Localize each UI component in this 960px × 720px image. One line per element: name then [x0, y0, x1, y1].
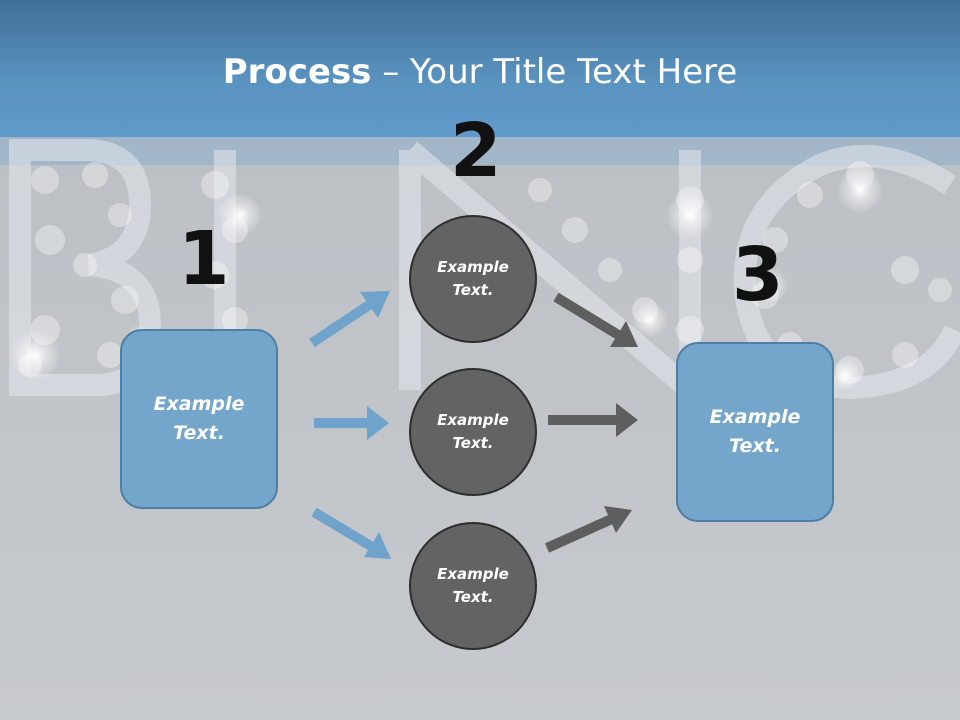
right-box-line1: Example — [709, 406, 801, 428]
gray-arrow-down — [553, 292, 638, 347]
circle-bottom-line1: Example — [437, 565, 509, 583]
left-box-line1: Example — [153, 393, 245, 415]
header-band — [0, 137, 960, 165]
title-bold: Process — [222, 52, 372, 92]
process-circle-bottom: Example Text. — [409, 522, 537, 650]
blue-arrow-down — [311, 507, 391, 559]
step-number-2: 2 — [450, 108, 502, 194]
circle-middle-line1: Example — [437, 411, 509, 429]
right-box-line2: Text. — [729, 435, 781, 457]
circle-bottom-line2: Text. — [452, 588, 494, 606]
blue-arrow-up — [309, 291, 390, 348]
left-box-line2: Text. — [173, 422, 225, 444]
title-bar — [0, 0, 960, 137]
right-text-box: Example Text. — [676, 342, 834, 522]
blue-arrow-straight — [314, 406, 389, 440]
circle-top-line2: Text. — [452, 281, 494, 299]
title-rest: – Your Title Text Here — [371, 52, 738, 92]
step-number-3: 3 — [732, 232, 784, 318]
circle-middle-line2: Text. — [452, 434, 494, 452]
gray-arrow-up — [544, 506, 632, 553]
gray-arrow-straight — [548, 403, 638, 437]
process-circle-middle: Example Text. — [409, 368, 537, 496]
process-circle-top: Example Text. — [409, 215, 537, 343]
slide-title: Process – Your Title Text Here — [0, 52, 960, 92]
step-number-1: 1 — [178, 216, 230, 302]
left-text-box: Example Text. — [120, 329, 278, 509]
circle-top-line1: Example — [437, 258, 509, 276]
